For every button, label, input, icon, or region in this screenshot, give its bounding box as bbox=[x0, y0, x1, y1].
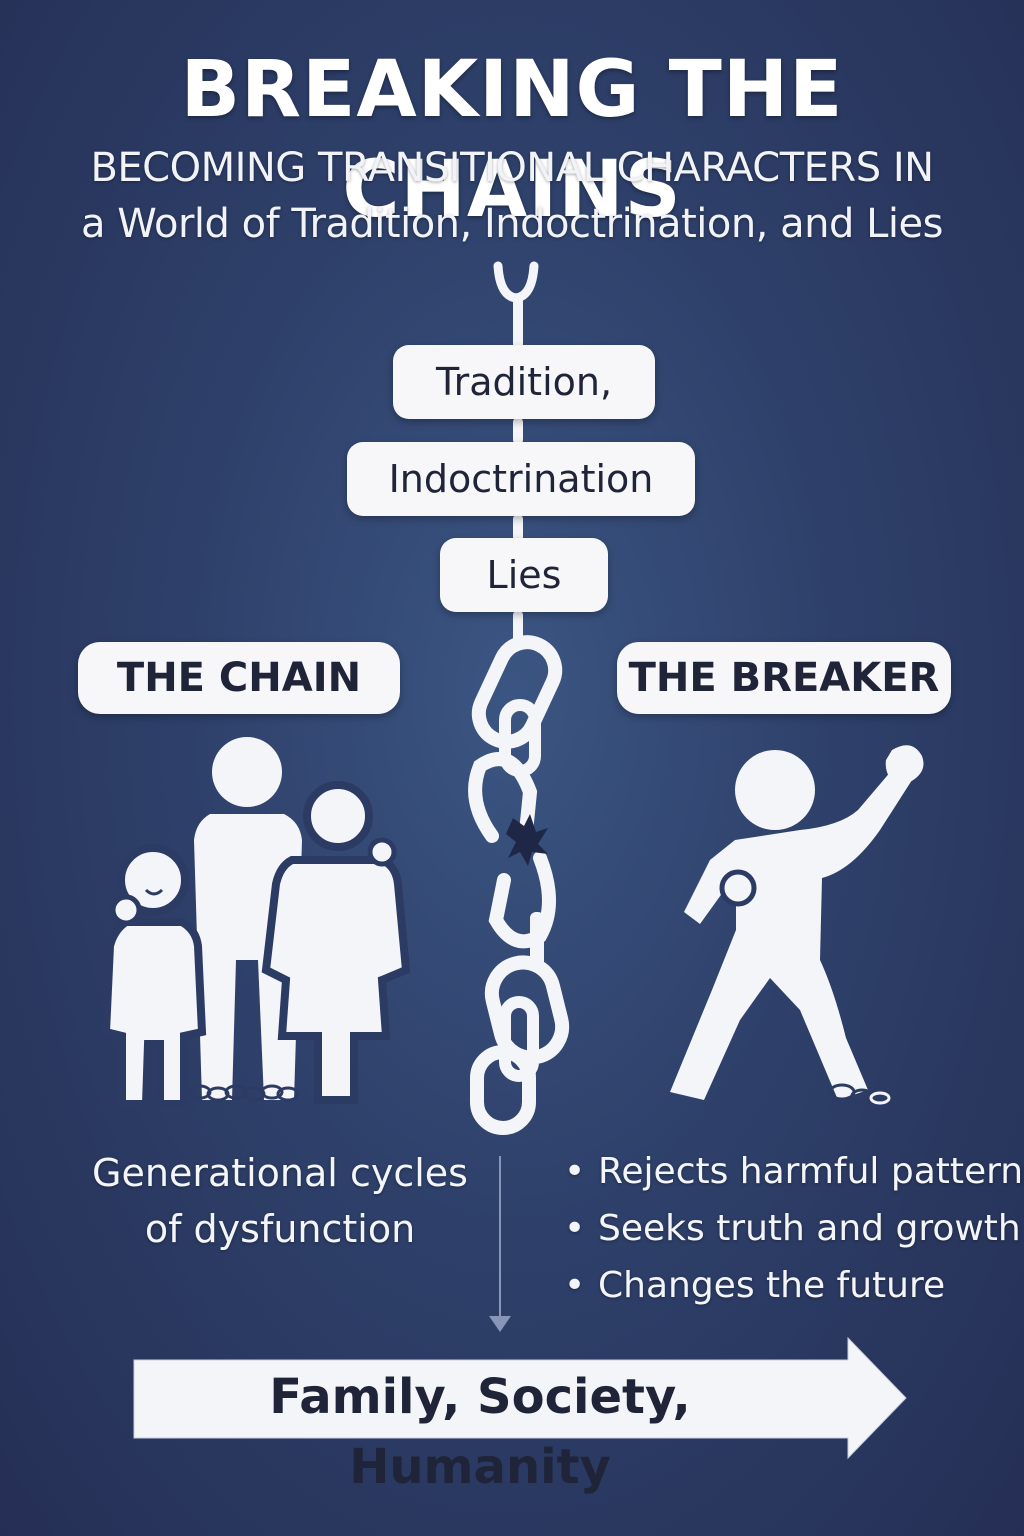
ankle-chain-icon bbox=[188, 1084, 300, 1102]
tag-indoctrination: Indoctrination bbox=[347, 442, 695, 516]
right-arrow-banner bbox=[133, 1336, 907, 1460]
breaker-fist-icon bbox=[670, 745, 924, 1100]
chain-description-line-1: Generational cycles bbox=[92, 1151, 468, 1195]
chain-description: Generational cycles of dysfunction bbox=[40, 1145, 520, 1257]
list-item: • Changes the future bbox=[564, 1257, 1024, 1314]
bullet-text: Rejects harmful patterns bbox=[598, 1151, 1024, 1192]
break-spark-icon bbox=[506, 814, 548, 866]
broken-shackle-icon bbox=[828, 1083, 891, 1105]
chain-cable bbox=[513, 296, 523, 645]
chain-links-icon bbox=[468, 635, 570, 1135]
bullet-icon: • bbox=[564, 1151, 586, 1192]
tag-lies: Lies bbox=[440, 538, 608, 612]
breaker-heading: THE BREAKER bbox=[617, 642, 951, 714]
chain-description-line-2: of dysfunction bbox=[144, 1207, 416, 1251]
subtitle-line-2: a World of Tradition, Indoctrination, an… bbox=[81, 201, 943, 247]
list-item: • Seeks truth and growth bbox=[564, 1200, 1024, 1257]
family-chained-icon bbox=[101, 737, 411, 1108]
smile-icon bbox=[144, 888, 164, 896]
page-title: BREAKING THE CHAINS bbox=[180, 45, 844, 235]
subtitle-line-1: BECOMING TRANSITIONAL CHARACTERS IN bbox=[90, 145, 934, 191]
down-arrow-icon bbox=[489, 1156, 511, 1332]
chain-heading: THE CHAIN bbox=[78, 642, 400, 714]
bullet-icon: • bbox=[564, 1208, 586, 1249]
hook-icon bbox=[493, 261, 539, 303]
breaker-bullet-list: • Rejects harmful patterns • Seeks truth a… bbox=[564, 1143, 1024, 1314]
bullet-text: Changes the future bbox=[598, 1265, 946, 1306]
tag-tradition: Tradition, bbox=[393, 345, 655, 419]
bullet-icon: • bbox=[564, 1265, 586, 1306]
bullet-text: Seeks truth and growth bbox=[598, 1208, 1021, 1249]
list-item: • Rejects harmful patterns bbox=[564, 1143, 1024, 1200]
arrow-label: Family, Society, Humanity bbox=[269, 1369, 691, 1495]
